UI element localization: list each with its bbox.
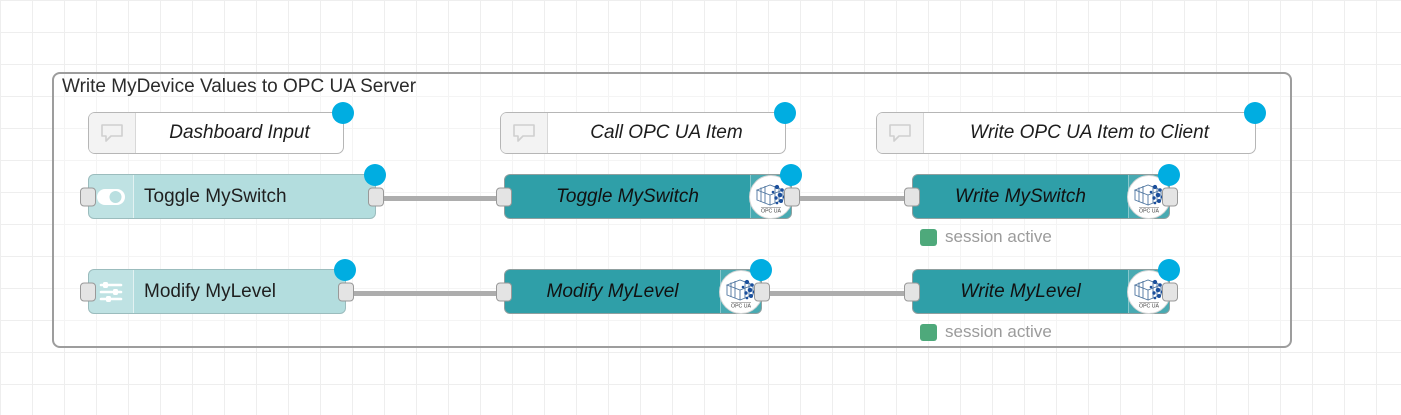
status-text: session active (945, 227, 1052, 246)
node-selected-indicator (1244, 102, 1266, 124)
node-selected-indicator (1158, 164, 1180, 186)
node-input-port[interactable] (80, 282, 96, 301)
node-selected-indicator (1158, 259, 1180, 281)
node-label: Write MyLevel (960, 280, 1081, 302)
node-output-port[interactable] (1162, 282, 1178, 301)
node-status-write-myswitch: session active (920, 227, 1052, 247)
node-selected-indicator (750, 259, 772, 281)
slider-icon (89, 270, 134, 313)
opcua-write-node-write-mylevel[interactable]: Write MyLevel (904, 259, 1180, 314)
node-input-port[interactable] (904, 187, 920, 206)
node-selected-indicator (774, 102, 796, 124)
comment-bubble-icon (877, 113, 924, 153)
node-selected-indicator (780, 164, 802, 186)
node-label: Write MySwitch (955, 185, 1086, 207)
wire-level-dashboard-to-call (346, 291, 504, 296)
wire-level-call-to-write (754, 291, 914, 296)
status-indicator-dot (920, 323, 937, 341)
node-label: Toggle MySwitch (556, 185, 699, 207)
opcua-write-node-write-myswitch[interactable]: Write MySwitch (904, 164, 1180, 219)
wire-toggle-call-to-write (784, 196, 914, 201)
comment-bubble-icon (501, 113, 548, 153)
comment-label: Call OPC UA Item (590, 122, 743, 143)
svg-text:OPC UA: OPC UA (761, 208, 781, 214)
node-selected-indicator (332, 102, 354, 124)
node-input-port[interactable] (496, 187, 512, 206)
wire-toggle-dashboard-to-call (376, 196, 506, 201)
node-selected-indicator (364, 164, 386, 186)
comment-label: Dashboard Input (169, 122, 310, 143)
node-status-write-mylevel: session active (920, 322, 1052, 342)
node-output-port[interactable] (338, 282, 354, 301)
comment-bubble-icon (89, 113, 136, 153)
node-output-port[interactable] (1162, 187, 1178, 206)
status-indicator-dot (920, 228, 937, 246)
comment-node-dashboard-input[interactable]: Dashboard Input (88, 102, 354, 154)
node-output-port[interactable] (368, 187, 384, 206)
dashboard-node-modify-mylevel[interactable]: Modify MyLevel (80, 259, 356, 314)
node-input-port[interactable] (496, 282, 512, 301)
comment-node-write-opcua-item-to-client[interactable]: Write OPC UA Item to Client (876, 102, 1266, 154)
node-input-port[interactable] (80, 187, 96, 206)
status-text: session active (945, 322, 1052, 341)
node-output-port[interactable] (754, 282, 770, 301)
node-output-port[interactable] (784, 187, 800, 206)
svg-text:OPC UA: OPC UA (1139, 208, 1159, 214)
svg-text:OPC UA: OPC UA (1139, 303, 1159, 309)
dashboard-node-toggle-myswitch[interactable]: Toggle MySwitch (80, 164, 386, 219)
node-label: Toggle MySwitch (144, 185, 287, 207)
node-label: Modify MyLevel (144, 280, 276, 302)
comment-label: Write OPC UA Item to Client (970, 122, 1209, 143)
opcua-call-node-modify-mylevel[interactable]: Modify MyLevel (496, 259, 772, 314)
node-label: Modify MyLevel (546, 280, 679, 302)
node-input-port[interactable] (904, 282, 920, 301)
opcua-call-node-toggle-myswitch[interactable]: Toggle MySwitch (496, 164, 802, 219)
svg-text:OPC UA: OPC UA (731, 303, 751, 309)
toggle-switch-icon (89, 175, 134, 218)
node-group-label: Write MyDevice Values to OPC UA Server (62, 76, 417, 97)
comment-node-call-opcua-item[interactable]: Call OPC UA Item (500, 102, 796, 154)
node-selected-indicator (334, 259, 356, 281)
